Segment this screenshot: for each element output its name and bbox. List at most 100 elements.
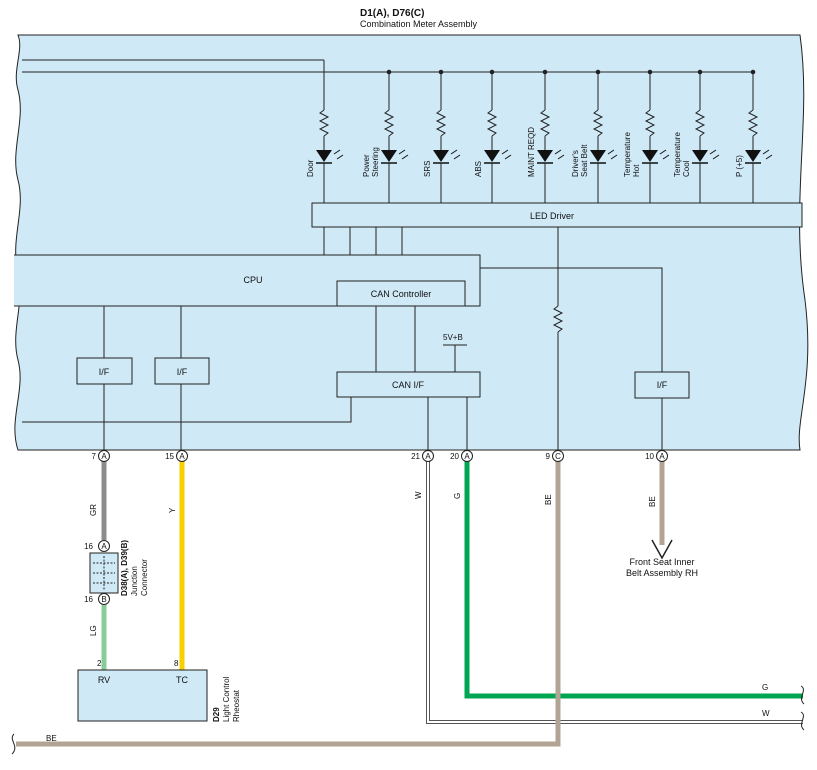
led-indicator-4: ABS: [474, 69, 512, 203]
junction-bottom-pin: 16: [84, 595, 93, 604]
led-label: Temperature: [623, 132, 632, 177]
if-box-2: [154, 357, 210, 385]
label-g-horiz: G: [762, 683, 768, 692]
left-if-lines: [22, 306, 352, 450]
can-bus-internal: [375, 306, 416, 372]
pin-connector-letter: A: [179, 452, 185, 461]
pin-connector-circle: [656, 450, 668, 462]
junction-name-2: Connector: [140, 559, 149, 596]
can-controller-label: CAN Controller: [371, 289, 432, 299]
pin-connector-letter: C: [555, 452, 561, 461]
led-light-rays-icon: [607, 149, 618, 160]
if-label-2: I/F: [177, 367, 188, 377]
led-indicator-5: MAINT REQD: [527, 69, 565, 203]
led-diode-icon: [316, 150, 332, 162]
led-light-rays-icon: [450, 149, 461, 160]
led-resistor: [383, 109, 395, 137]
label-w-horiz: W: [762, 709, 770, 718]
pin-10: A 10: [645, 450, 668, 462]
break-marks: [11, 685, 805, 755]
led-diode-icon: [692, 150, 708, 162]
connector-codes: D1(A), D76(C): [360, 8, 424, 19]
pin-number: 9: [546, 452, 551, 461]
external-wires: [16, 461, 803, 747]
pin-9: C9: [546, 450, 564, 462]
led-resistor: [539, 109, 551, 137]
rheostat-code: D29: [212, 707, 221, 722]
led-light-rays-icon: [762, 149, 773, 160]
led-label: Driver's: [571, 150, 580, 177]
led-label: ABS: [474, 161, 483, 177]
pin-7: A7: [92, 450, 110, 462]
pin-connector-letter: A: [425, 452, 431, 461]
led-diode-icon: [537, 150, 553, 162]
pin-connector-circle: [552, 450, 564, 462]
led-resistor: [435, 109, 447, 137]
cpu-output-line: [480, 267, 663, 372]
label-be-vert: BE: [544, 494, 553, 505]
led-light-rays-icon: [501, 149, 512, 160]
cpu-label: CPU: [243, 275, 262, 285]
led-light-rays-icon: [333, 149, 344, 160]
wire-g: [464, 461, 803, 699]
can-controller-box: [336, 280, 466, 307]
led-label: Temperature: [673, 132, 682, 177]
led-diode-icon: [433, 150, 449, 162]
can-if-box: [336, 371, 481, 398]
pin-connector-circle: [98, 450, 110, 462]
pin-connector-letter: A: [101, 452, 107, 461]
led-label: MAINT REQD: [527, 127, 536, 177]
belt-label-2: Belt Assembly RH: [626, 568, 698, 578]
led-driver-label: LED Driver: [530, 211, 574, 221]
led-resistor: [318, 109, 330, 137]
wire-w-outer: [426, 461, 803, 724]
label-be-belt: BE: [648, 496, 657, 507]
wire-w-inner: [427, 461, 803, 723]
rheostat-name-2: Rheostat: [232, 689, 241, 722]
label-g-vert: G: [453, 493, 462, 499]
pin-number: 10: [645, 452, 654, 461]
junction-bottom-conn: B: [101, 595, 106, 604]
rheostat-pin-tc: 8: [174, 659, 179, 668]
supply-label: 5V+B: [443, 333, 463, 342]
junction-top-pin: 16: [84, 542, 93, 551]
led-light-rays-icon: [398, 149, 409, 160]
led-light-rays-icon: [709, 149, 720, 160]
pin-15: A 15: [165, 450, 188, 462]
led-indicator-1: Door: [306, 109, 344, 203]
pin-connector-letter: A: [659, 452, 665, 461]
led-resistor: [592, 109, 604, 137]
driver-cpu-lines: [323, 227, 403, 255]
junction-connector: A 16 B 16 D38(A), D39(B) Junction Connec…: [84, 540, 149, 605]
pin-connector-circle: [461, 450, 473, 462]
pullup-resistor: [552, 227, 564, 450]
rheostat-name-1: Light Control: [222, 676, 231, 722]
junction-name-1: Junction: [130, 566, 139, 596]
pin-number: 15: [165, 452, 174, 461]
led-label: Power: [362, 154, 371, 177]
led-label: SRS: [423, 161, 432, 177]
junction-top-conn: A: [101, 542, 107, 551]
led-diode-icon: [484, 150, 500, 162]
pin-21: A21: [411, 450, 434, 462]
junction-codes: D38(A), D39(B): [120, 540, 129, 596]
label-be-horiz: BE: [46, 734, 57, 743]
if-label-3: I/F: [657, 380, 668, 390]
belt-arrow: [651, 539, 673, 560]
if-label-1: I/F: [99, 367, 110, 377]
led-label: Steering: [371, 147, 380, 177]
assembly-name: Combination Meter Assembly: [360, 19, 478, 29]
rheostat-label-rv: RV: [98, 675, 110, 685]
led-diode-icon: [745, 150, 761, 162]
led-resistor: [644, 109, 656, 137]
pin-number: 7: [92, 452, 97, 461]
led-diode-icon: [381, 150, 397, 162]
rheostat-label-tc: TC: [176, 675, 188, 685]
light-control-rheostat: 2 8 RV TC D29 Light Control Rheostat: [77, 659, 241, 722]
pin-connector-circle: [176, 450, 188, 462]
label-lg: LG: [89, 625, 98, 636]
